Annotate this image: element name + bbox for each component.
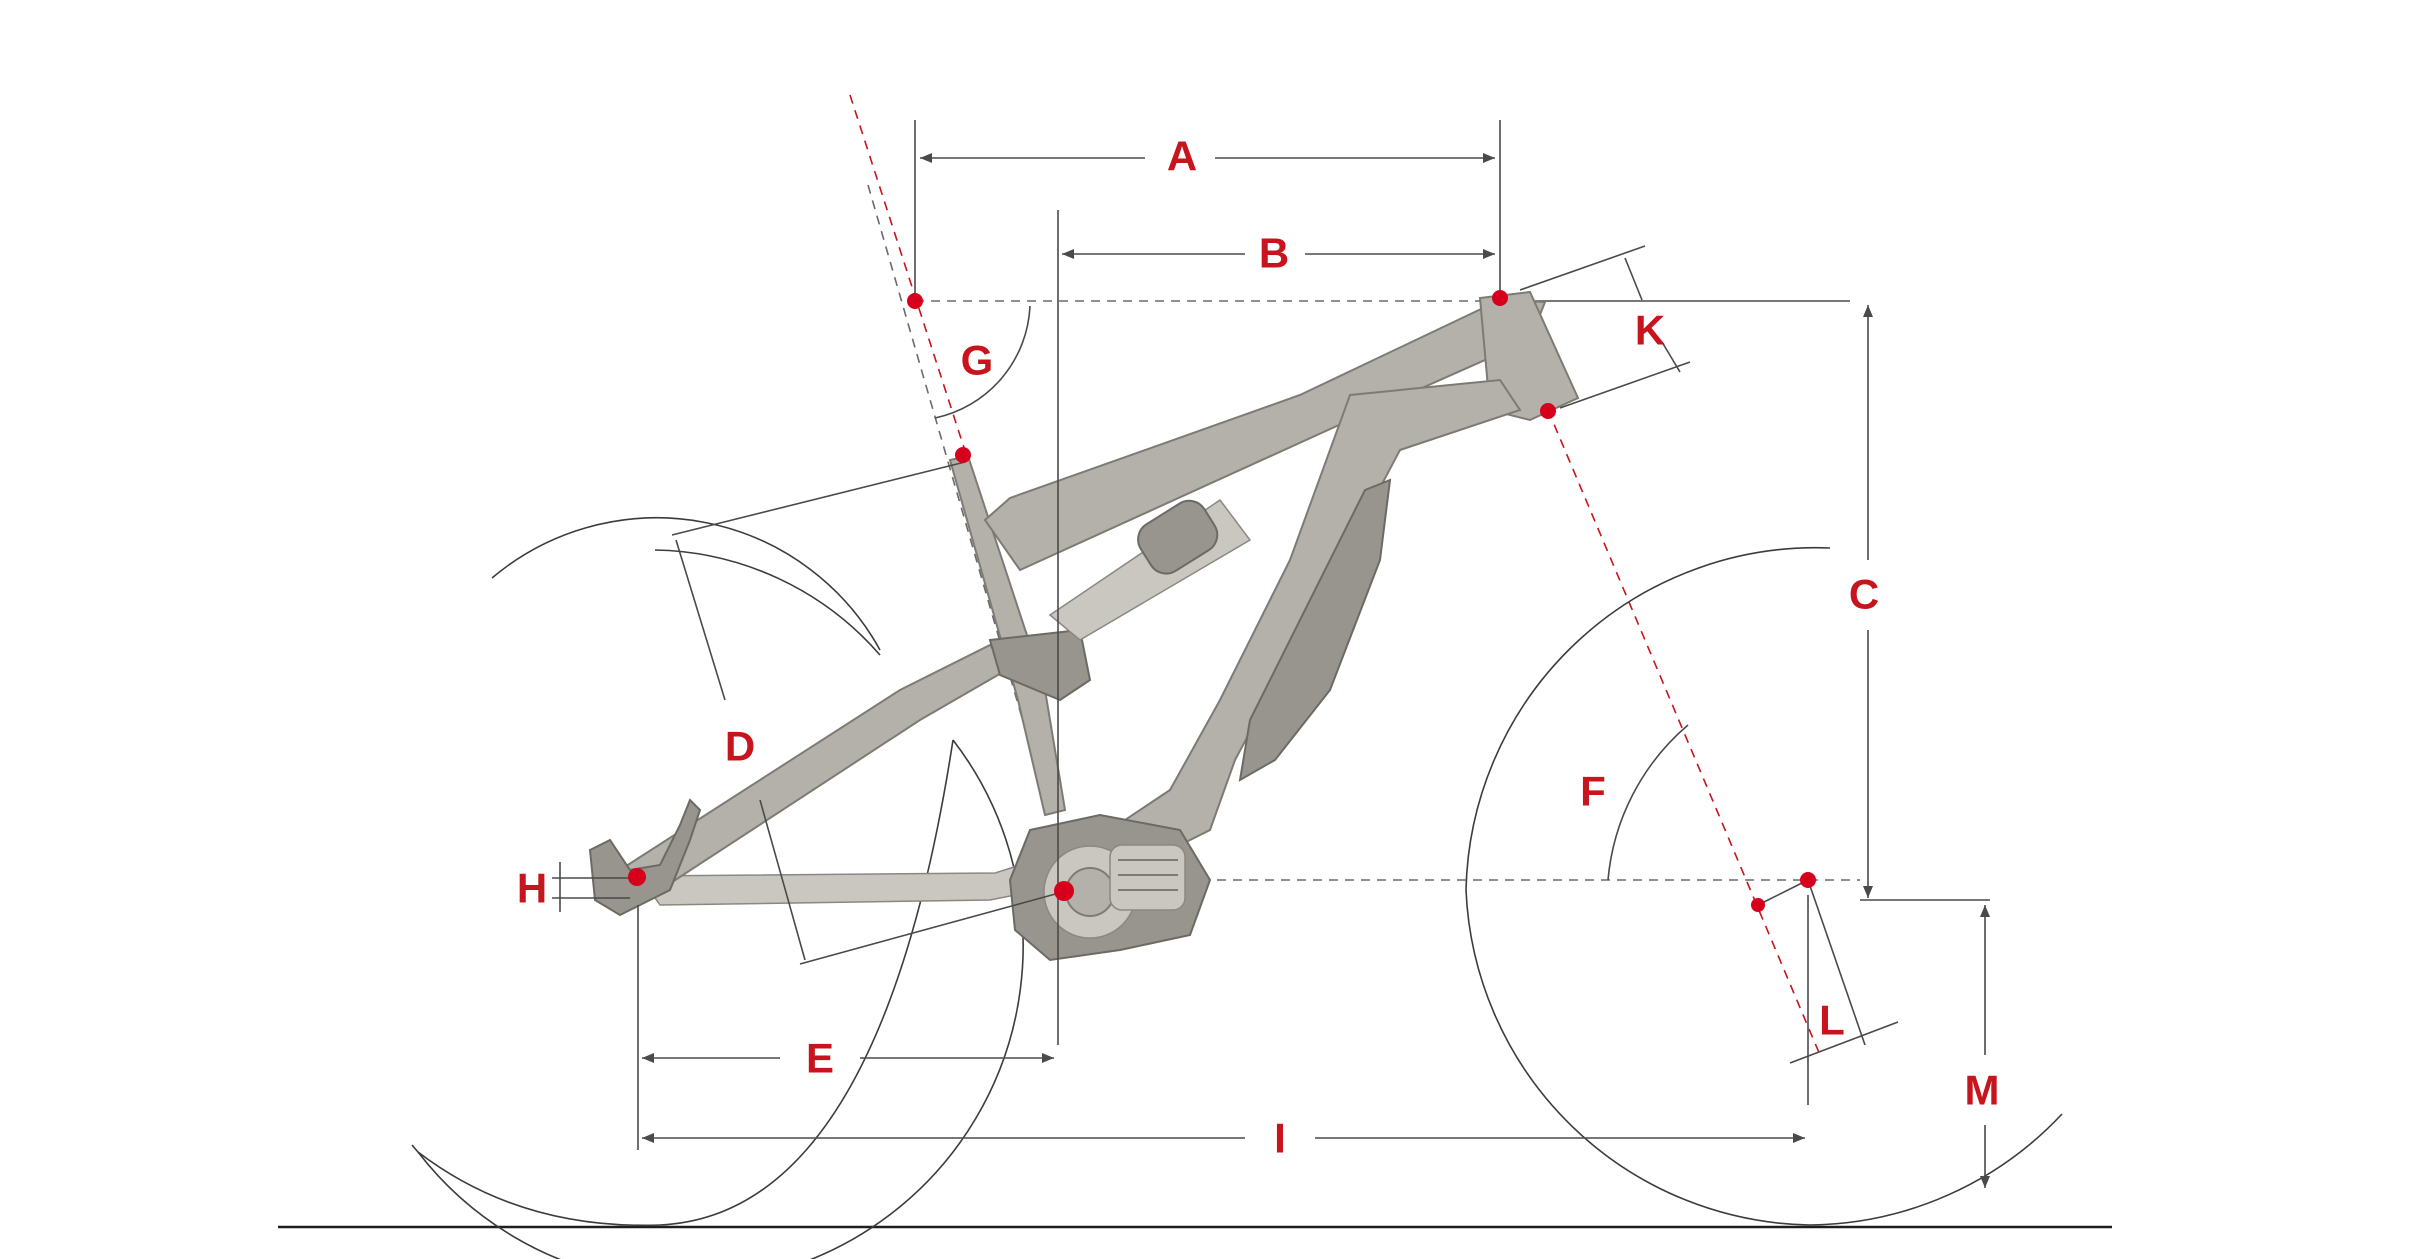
label-k: K — [1635, 307, 1665, 354]
label-i: I — [1274, 1115, 1286, 1162]
angle-g-arc — [934, 305, 1031, 419]
angle-f-arc — [1607, 724, 1689, 881]
dimension-c — [1860, 305, 1990, 901]
point-fork-offset — [1751, 898, 1765, 912]
point-seat-top — [907, 293, 923, 309]
point-head-bottom — [1540, 403, 1556, 419]
front-wheel — [1465, 546, 2063, 1226]
dimension-i — [637, 895, 1809, 1150]
point-head-top — [1492, 290, 1508, 306]
seat-axis-grey — [867, 184, 1041, 781]
head-axis — [1547, 409, 1821, 1056]
point-bottom-bracket — [1054, 881, 1074, 901]
reference-points — [628, 290, 1816, 912]
label-h: H — [517, 865, 547, 912]
dimension-labels: A B C D E F G H I K L M — [517, 133, 2000, 1162]
label-e: E — [806, 1035, 834, 1082]
dimension-k — [1519, 245, 1691, 409]
label-m: M — [1965, 1067, 2000, 1114]
label-d: D — [725, 723, 755, 770]
label-g: G — [961, 337, 994, 384]
dimension-d — [671, 461, 1071, 965]
dimension-b — [1057, 210, 1495, 1045]
bike-frame — [588, 290, 1580, 962]
dimension-h — [552, 862, 630, 912]
point-rear-axle — [628, 868, 646, 886]
dimension-a — [914, 120, 1501, 300]
label-f: F — [1580, 768, 1606, 815]
dimension-e — [637, 905, 1054, 1145]
point-seat-clamp — [955, 447, 971, 463]
point-front-axle — [1800, 872, 1816, 888]
label-a: A — [1167, 133, 1197, 180]
label-b: B — [1259, 230, 1289, 277]
dimension-l — [1757, 879, 1899, 1064]
label-c: C — [1849, 571, 1879, 618]
label-l: L — [1819, 997, 1845, 1044]
dimension-m — [1980, 905, 1990, 1188]
